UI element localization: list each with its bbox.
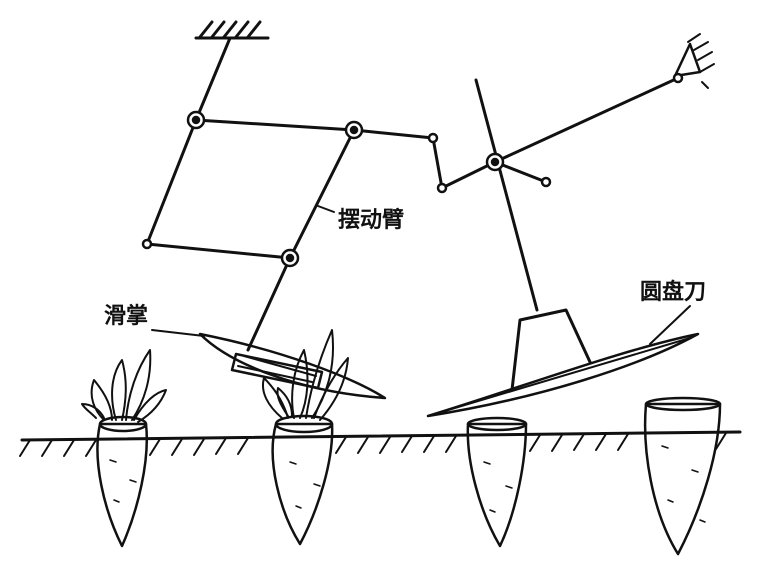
joint-side-link [542, 178, 550, 186]
swing-arm-link [290, 130, 354, 258]
beet-1 [82, 350, 166, 546]
connecting-link-3 [442, 162, 495, 188]
joint-chain-2 [438, 184, 446, 192]
ground-line [20, 432, 740, 456]
disc-knife-leader [650, 306, 690, 344]
right-fixed-pivot-support [675, 34, 714, 88]
slide-palm [152, 330, 385, 398]
upper-link [196, 120, 354, 130]
disc-knife-shaft [476, 80, 537, 310]
disc-knife-label: 圆盘刀 [640, 280, 707, 305]
rocker-arm [495, 78, 678, 162]
top-fixed-support [196, 22, 268, 38]
joints [143, 74, 682, 266]
joint-lower-left [143, 240, 151, 248]
joint-chain-1 [429, 134, 437, 142]
disc-knife [428, 306, 698, 416]
swing-arm-leader [318, 206, 334, 212]
connecting-link-1 [354, 130, 433, 138]
linkage-mechanism [147, 38, 678, 350]
swing-arm-label: 摆动臂 [338, 208, 405, 233]
disc-knife-blade [428, 334, 698, 416]
beet-3 [468, 418, 526, 546]
slide-palm-leader [152, 330, 204, 336]
connecting-link-2 [433, 138, 442, 188]
beet-1-leaves [82, 350, 166, 422]
hanger-link [196, 38, 230, 120]
palm-drive-link [248, 258, 290, 350]
left-link [147, 120, 196, 244]
joint-right-pivot [674, 74, 682, 82]
lower-link [147, 244, 290, 258]
disc-knife-hub [512, 310, 590, 390]
beet-2-leaves [263, 330, 348, 420]
slide-palm-label: 滑掌 [104, 304, 149, 329]
beet-2 [263, 330, 348, 544]
beet-4 [645, 398, 720, 554]
